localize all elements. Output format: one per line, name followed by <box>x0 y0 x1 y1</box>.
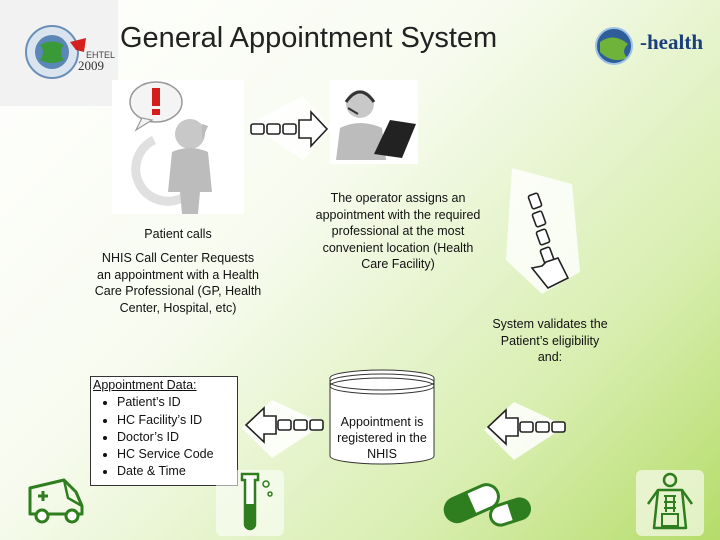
list-item: HC Facility’s ID <box>117 412 235 429</box>
call-center-caption: NHIS Call Center Requests an appointment… <box>94 251 262 315</box>
patient-image-panel <box>112 80 244 214</box>
registered-caption: Appointment is registered in the NHIS <box>337 415 427 461</box>
chain-arrow-left-icon-2 <box>242 400 324 458</box>
page-title: General Appointment System <box>120 22 498 54</box>
operator-caption: The operator assigns an appointment with… <box>315 191 481 271</box>
ehealth-logo <box>592 22 720 68</box>
chain-arrow-right-icon <box>249 96 331 160</box>
system-validates-caption: System validates the Patient’s eligibili… <box>492 317 608 364</box>
chain-arrow-left-icon-1 <box>484 402 566 460</box>
list-item: Doctor’s ID <box>117 429 235 446</box>
ehealth-logo-text: -health <box>640 30 703 54</box>
appointment-data-title: Appointment Data: <box>93 378 197 392</box>
test-tube-icon <box>216 470 284 536</box>
appointment-data-list: Patient’s ID HC Facility’s ID Doctor’s I… <box>93 394 235 480</box>
operator-headset-icon <box>336 90 416 160</box>
appointment-data-box: Appointment Data: Patient’s ID HC Facili… <box>90 376 238 486</box>
patient-question-icon <box>129 81 212 214</box>
list-item: Date & Time <box>117 463 235 480</box>
logo-left-text: 2009 <box>78 58 104 73</box>
pills-icon <box>443 483 532 527</box>
ambulance-icon <box>28 478 84 524</box>
chain-arrow-down-icon <box>506 168 580 294</box>
doctor-icon <box>636 470 704 536</box>
list-item: HC Service Code <box>117 446 235 463</box>
svg-text:EHTEL: EHTEL <box>86 50 115 60</box>
operator-image-panel <box>330 80 418 164</box>
conference-logo: EHTEL 2009 <box>0 0 118 106</box>
nhis-database-icon <box>329 369 435 465</box>
list-item: Patient’s ID <box>117 394 235 411</box>
patient-calls-caption: Patient calls <box>144 227 212 241</box>
